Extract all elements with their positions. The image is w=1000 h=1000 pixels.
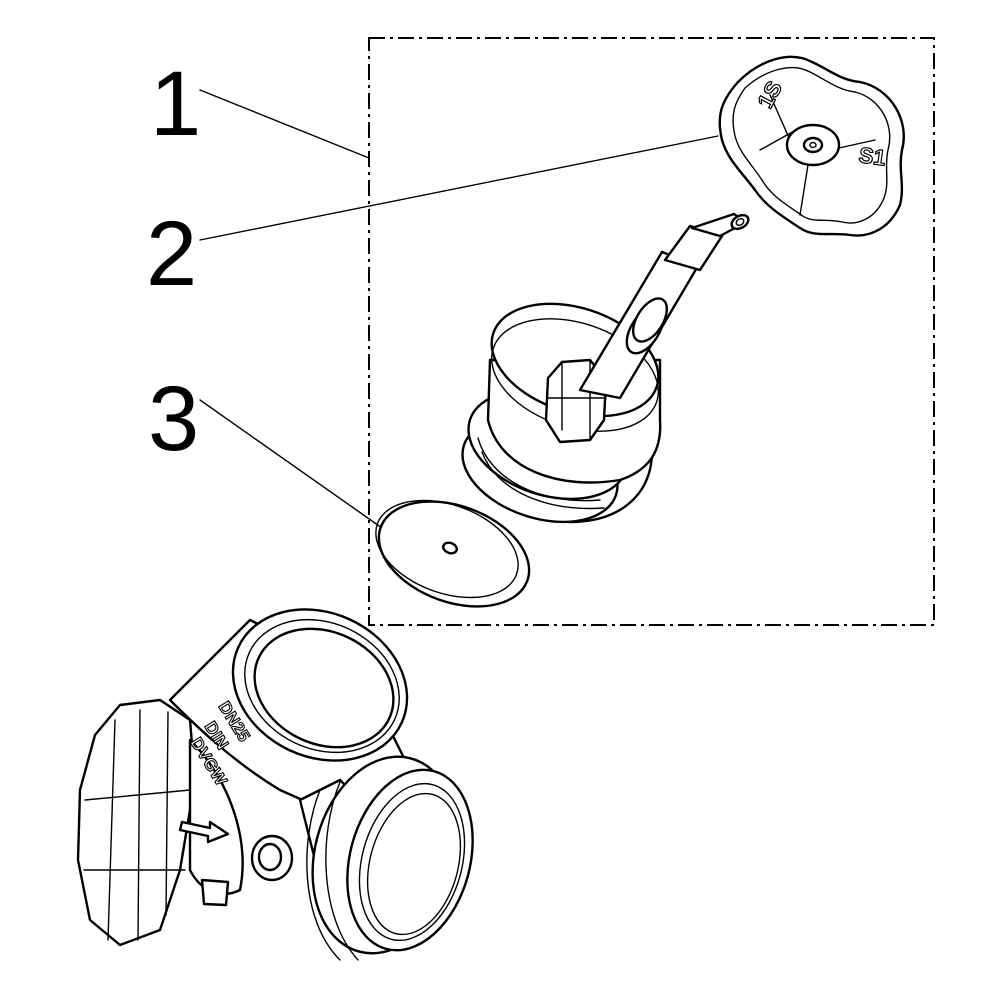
handwheel: 1S S1 <box>718 55 905 237</box>
leader-line-3 <box>199 399 393 536</box>
leader-line-2 <box>199 135 719 241</box>
seal-disc <box>375 499 531 608</box>
flow-direction-arrow-icon <box>178 820 230 844</box>
handwheel-marking-right: S1 <box>857 142 887 171</box>
callout-number-3: 3 <box>148 368 199 470</box>
valve-stem <box>578 212 750 400</box>
callout-number-2: 2 <box>146 203 197 305</box>
callout-number-1: 1 <box>150 53 201 155</box>
assembly-boundary-frame <box>368 37 935 626</box>
leader-line-1 <box>199 89 370 159</box>
valve-body: DN25 DIN DVGW <box>76 608 474 961</box>
